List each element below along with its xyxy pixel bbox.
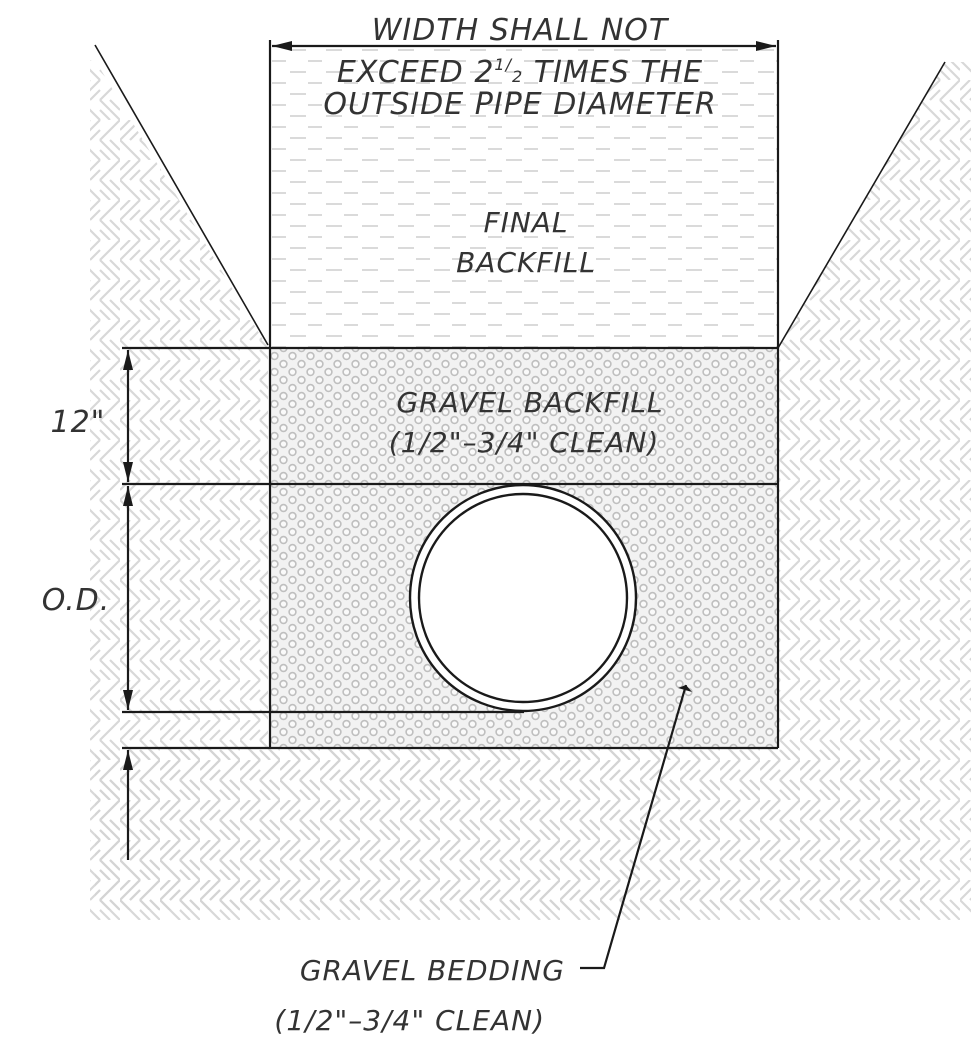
trench-side-slope-right	[777, 61, 946, 349]
bedding-depth-dimension	[123, 750, 133, 860]
trench-width-dimension	[272, 41, 776, 51]
cover-depth-dimension	[123, 350, 133, 482]
gravel-bedding-leader	[580, 684, 692, 970]
pipe-od-dimension	[123, 486, 133, 710]
fraction-slash: /	[504, 55, 513, 74]
trench-side-slope-left	[94, 44, 269, 346]
gravel-backfill-label-line2: (1/2"–3/4" CLEAN)	[389, 426, 660, 459]
final-backfill-label-line1: FINAL	[483, 206, 568, 239]
gravel-bedding-label-line1: GRAVEL BEDDING	[300, 954, 565, 987]
gravel-backfill-label-line1: GRAVEL BACKFILL	[396, 386, 663, 419]
final-backfill-zone	[270, 46, 778, 348]
cover-depth-label: 12"	[51, 405, 106, 440]
width-note-line2: EXCEED 21/2 TIMES THE	[337, 55, 703, 90]
width-note-line3: OUTSIDE PIPE DIAMETER	[323, 87, 716, 122]
final-backfill-label-line2: BACKFILL	[456, 246, 596, 279]
gravel-bedding-label-line2: (1/2"–3/4" CLEAN)	[274, 1004, 545, 1037]
pipe	[408, 483, 638, 713]
width-note-line1: WIDTH SHALL NOT	[372, 13, 670, 48]
pipe-od-label: O.D.	[42, 583, 111, 618]
